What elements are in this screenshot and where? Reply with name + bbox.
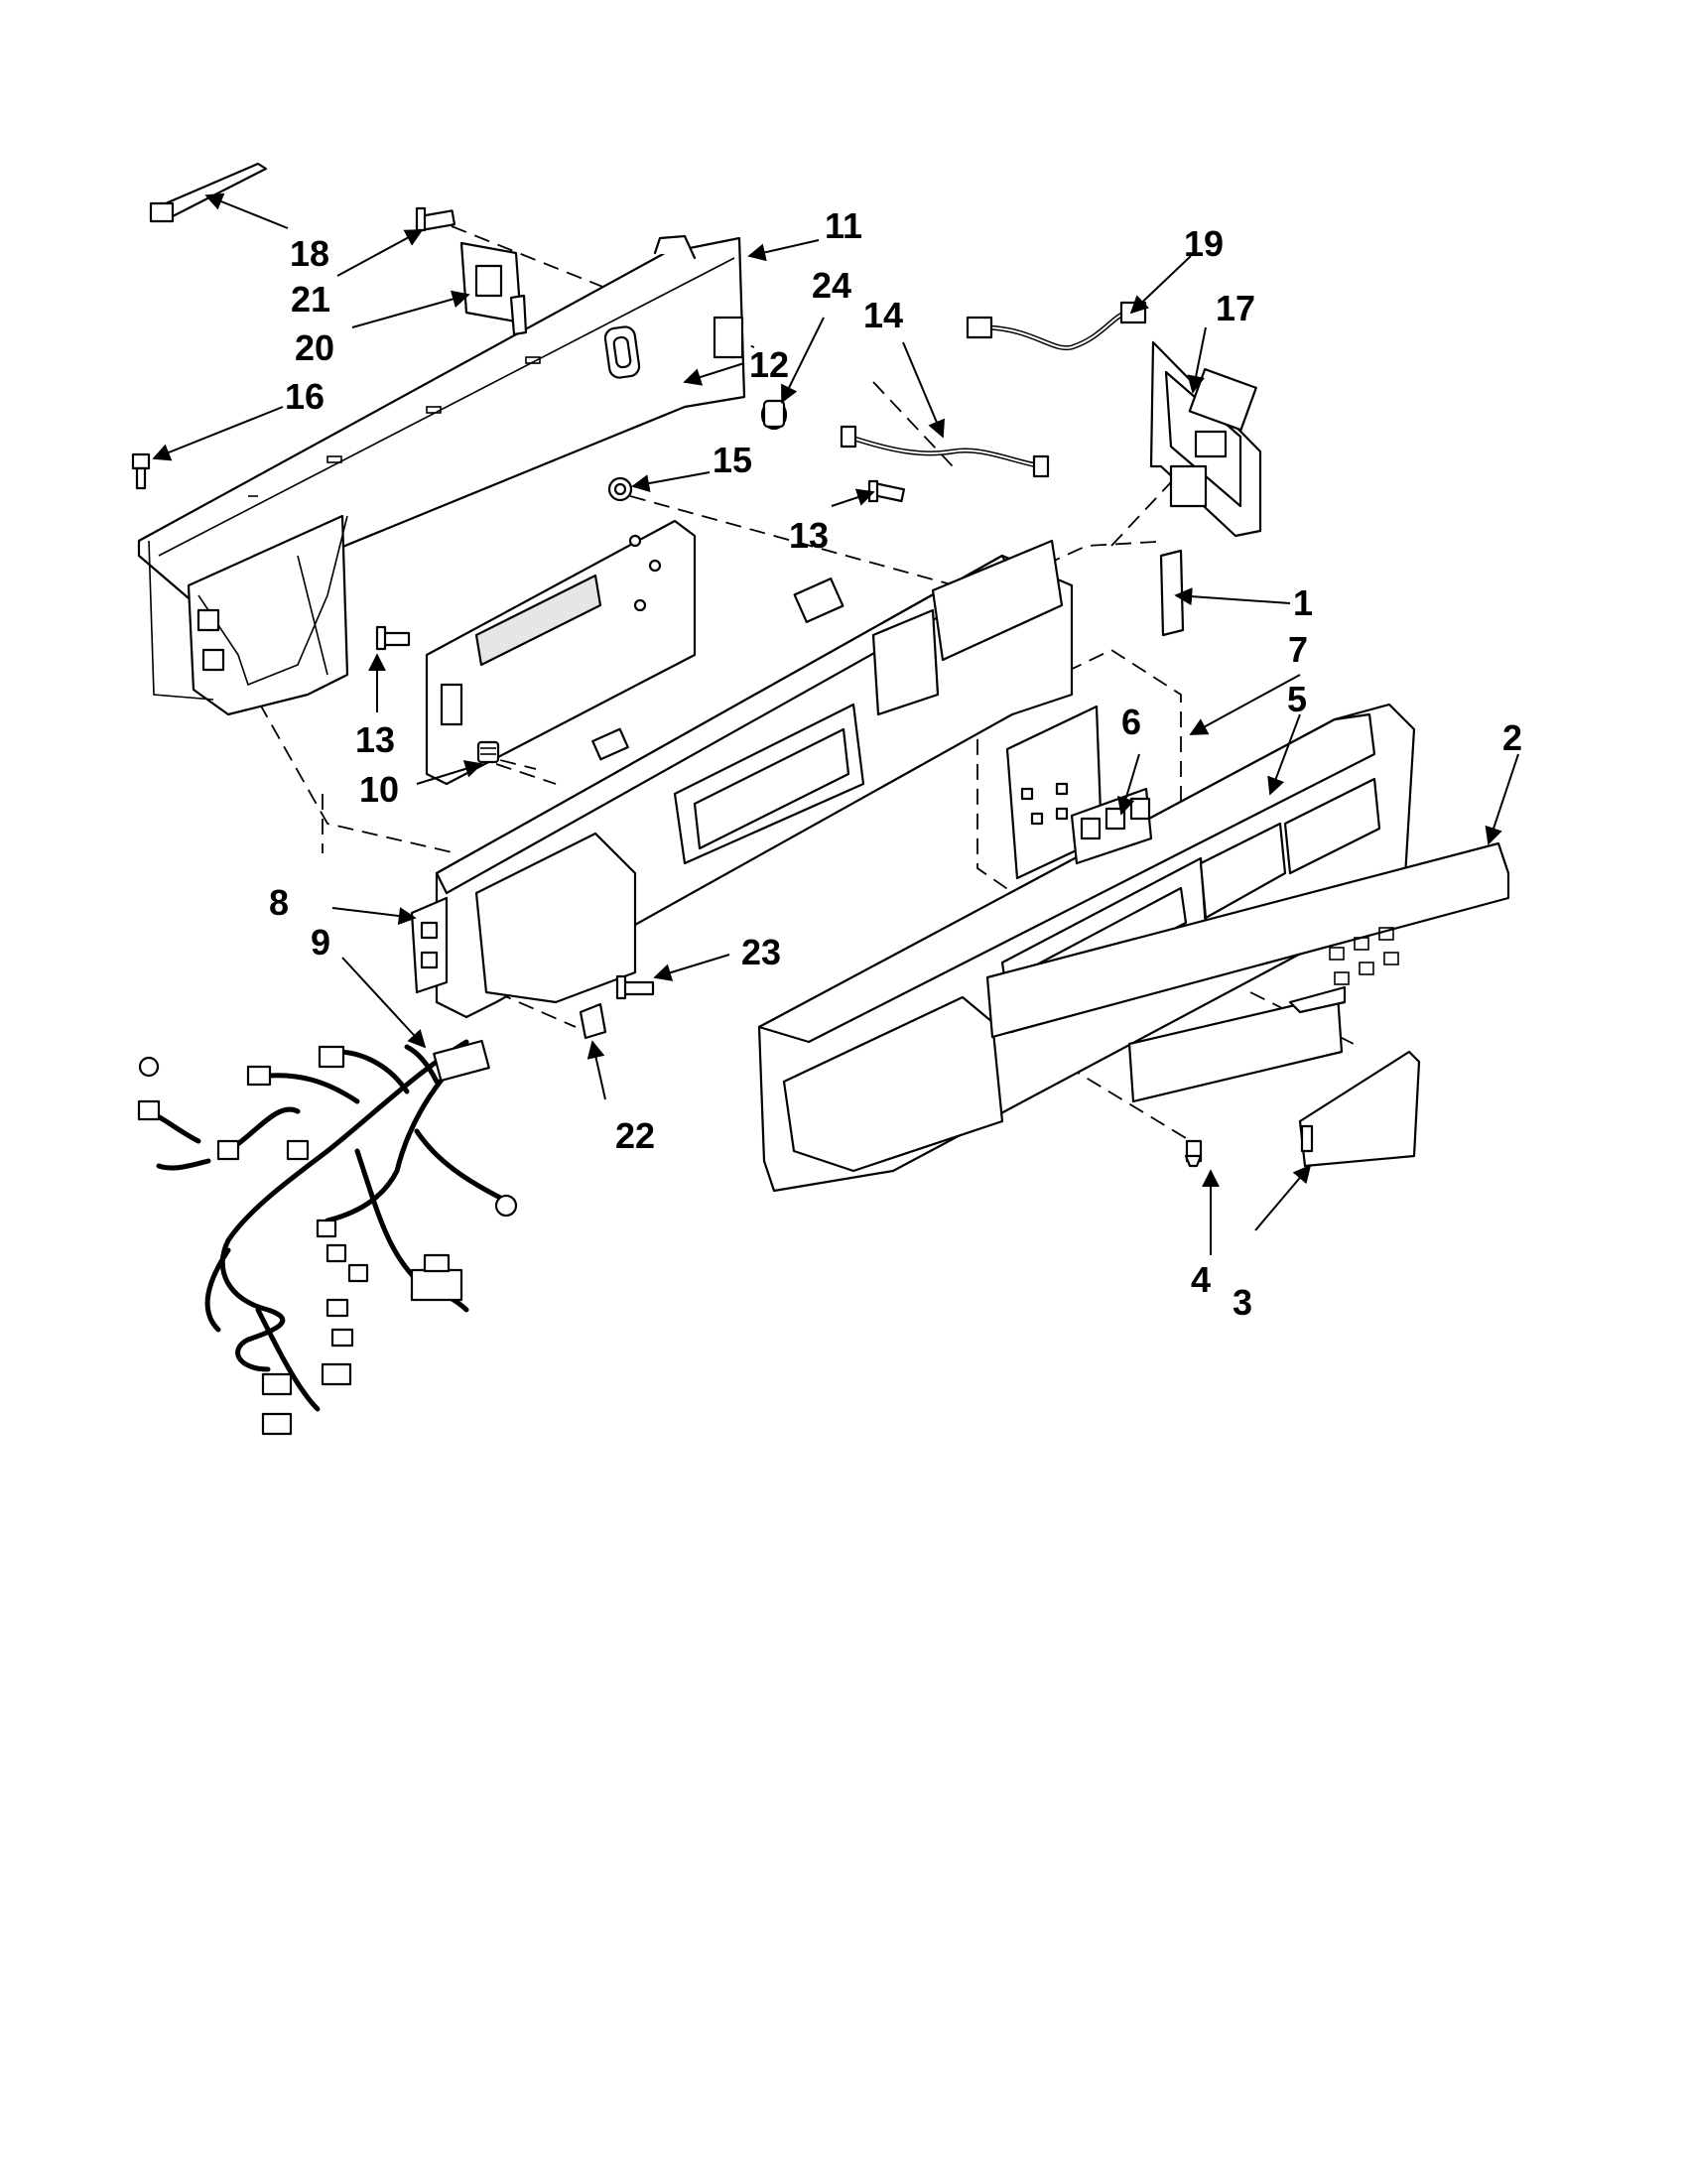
part-17-control-board (1149, 340, 1262, 538)
callout-10: 10 (359, 769, 399, 810)
part-18-cable-tie (149, 162, 268, 223)
callout-13-lower: 13 (355, 719, 395, 760)
part-11-bracket (137, 234, 746, 716)
callout-4: 4 (1191, 1259, 1211, 1300)
part-16-screw (131, 452, 151, 490)
callout-labels: 1 2 3 4 5 6 7 8 9 10 11 12 13 13 14 15 1… (269, 205, 1522, 1323)
part-14-ribbon-cable (840, 425, 1050, 478)
part-10-spring (476, 740, 500, 764)
callout-21: 21 (291, 279, 330, 320)
callout-16: 16 (285, 376, 325, 417)
callout-24: 24 (812, 265, 851, 306)
callout-8: 8 (269, 882, 289, 923)
part-19-wire (966, 301, 1147, 351)
part-12-circuit-board (425, 519, 697, 786)
part-24-spacer (760, 399, 788, 431)
callout-23: 23 (741, 932, 781, 972)
part-23-screw (615, 974, 655, 1000)
callout-leaders (152, 193, 1519, 1255)
part-15-nut (607, 476, 633, 502)
callout-3: 3 (1233, 1282, 1252, 1323)
part-13-screw-upper (867, 479, 906, 503)
part-4-screw (1184, 1139, 1203, 1168)
callout-18: 18 (290, 233, 329, 274)
callout-19: 19 (1184, 223, 1224, 264)
callout-1: 1 (1293, 582, 1313, 623)
callout-15: 15 (713, 440, 752, 480)
part-13-screw-lower (375, 625, 411, 651)
callout-13-upper: 13 (789, 515, 829, 556)
callout-2: 2 (1502, 717, 1522, 758)
callout-22: 22 (615, 1115, 655, 1156)
part-22-clip (579, 1002, 607, 1040)
callout-6: 6 (1121, 702, 1141, 742)
part-1-board (1159, 549, 1185, 637)
callout-7: 7 (1288, 629, 1308, 670)
callout-14: 14 (863, 295, 903, 335)
callout-12: 12 (749, 344, 789, 385)
callout-11: 11 (825, 205, 862, 246)
callout-17: 17 (1216, 288, 1255, 328)
part-20-transformer (459, 241, 528, 336)
part-21-screw (415, 206, 456, 232)
part-9-wire-harness (137, 1039, 518, 1436)
part-5-console-panel (757, 703, 1416, 1193)
callout-5: 5 (1287, 679, 1307, 719)
callout-20: 20 (295, 327, 334, 368)
part-3-display-lens (1127, 985, 1421, 1168)
callout-9: 9 (311, 922, 330, 963)
part-8-console-body (410, 539, 1074, 1019)
part-2-overlay (985, 841, 1510, 1039)
